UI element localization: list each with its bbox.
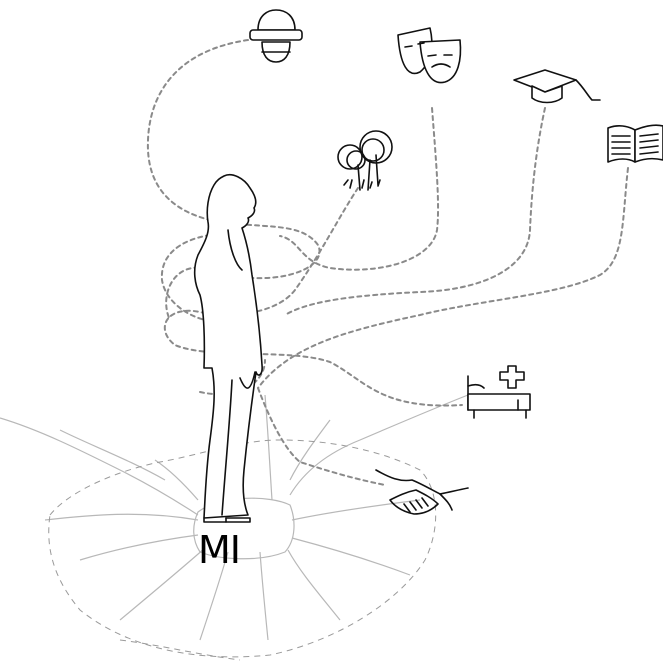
theatre-masks-icon [398,28,460,83]
hospital-bed-icon [468,366,530,418]
place-label: MI [198,528,268,572]
trees-icon [338,131,392,190]
person-silhouette [195,175,262,522]
handshake-icon [376,470,468,514]
police-helmet-icon [250,10,302,62]
graduation-cap-icon [514,70,600,103]
book-icon [608,125,663,162]
